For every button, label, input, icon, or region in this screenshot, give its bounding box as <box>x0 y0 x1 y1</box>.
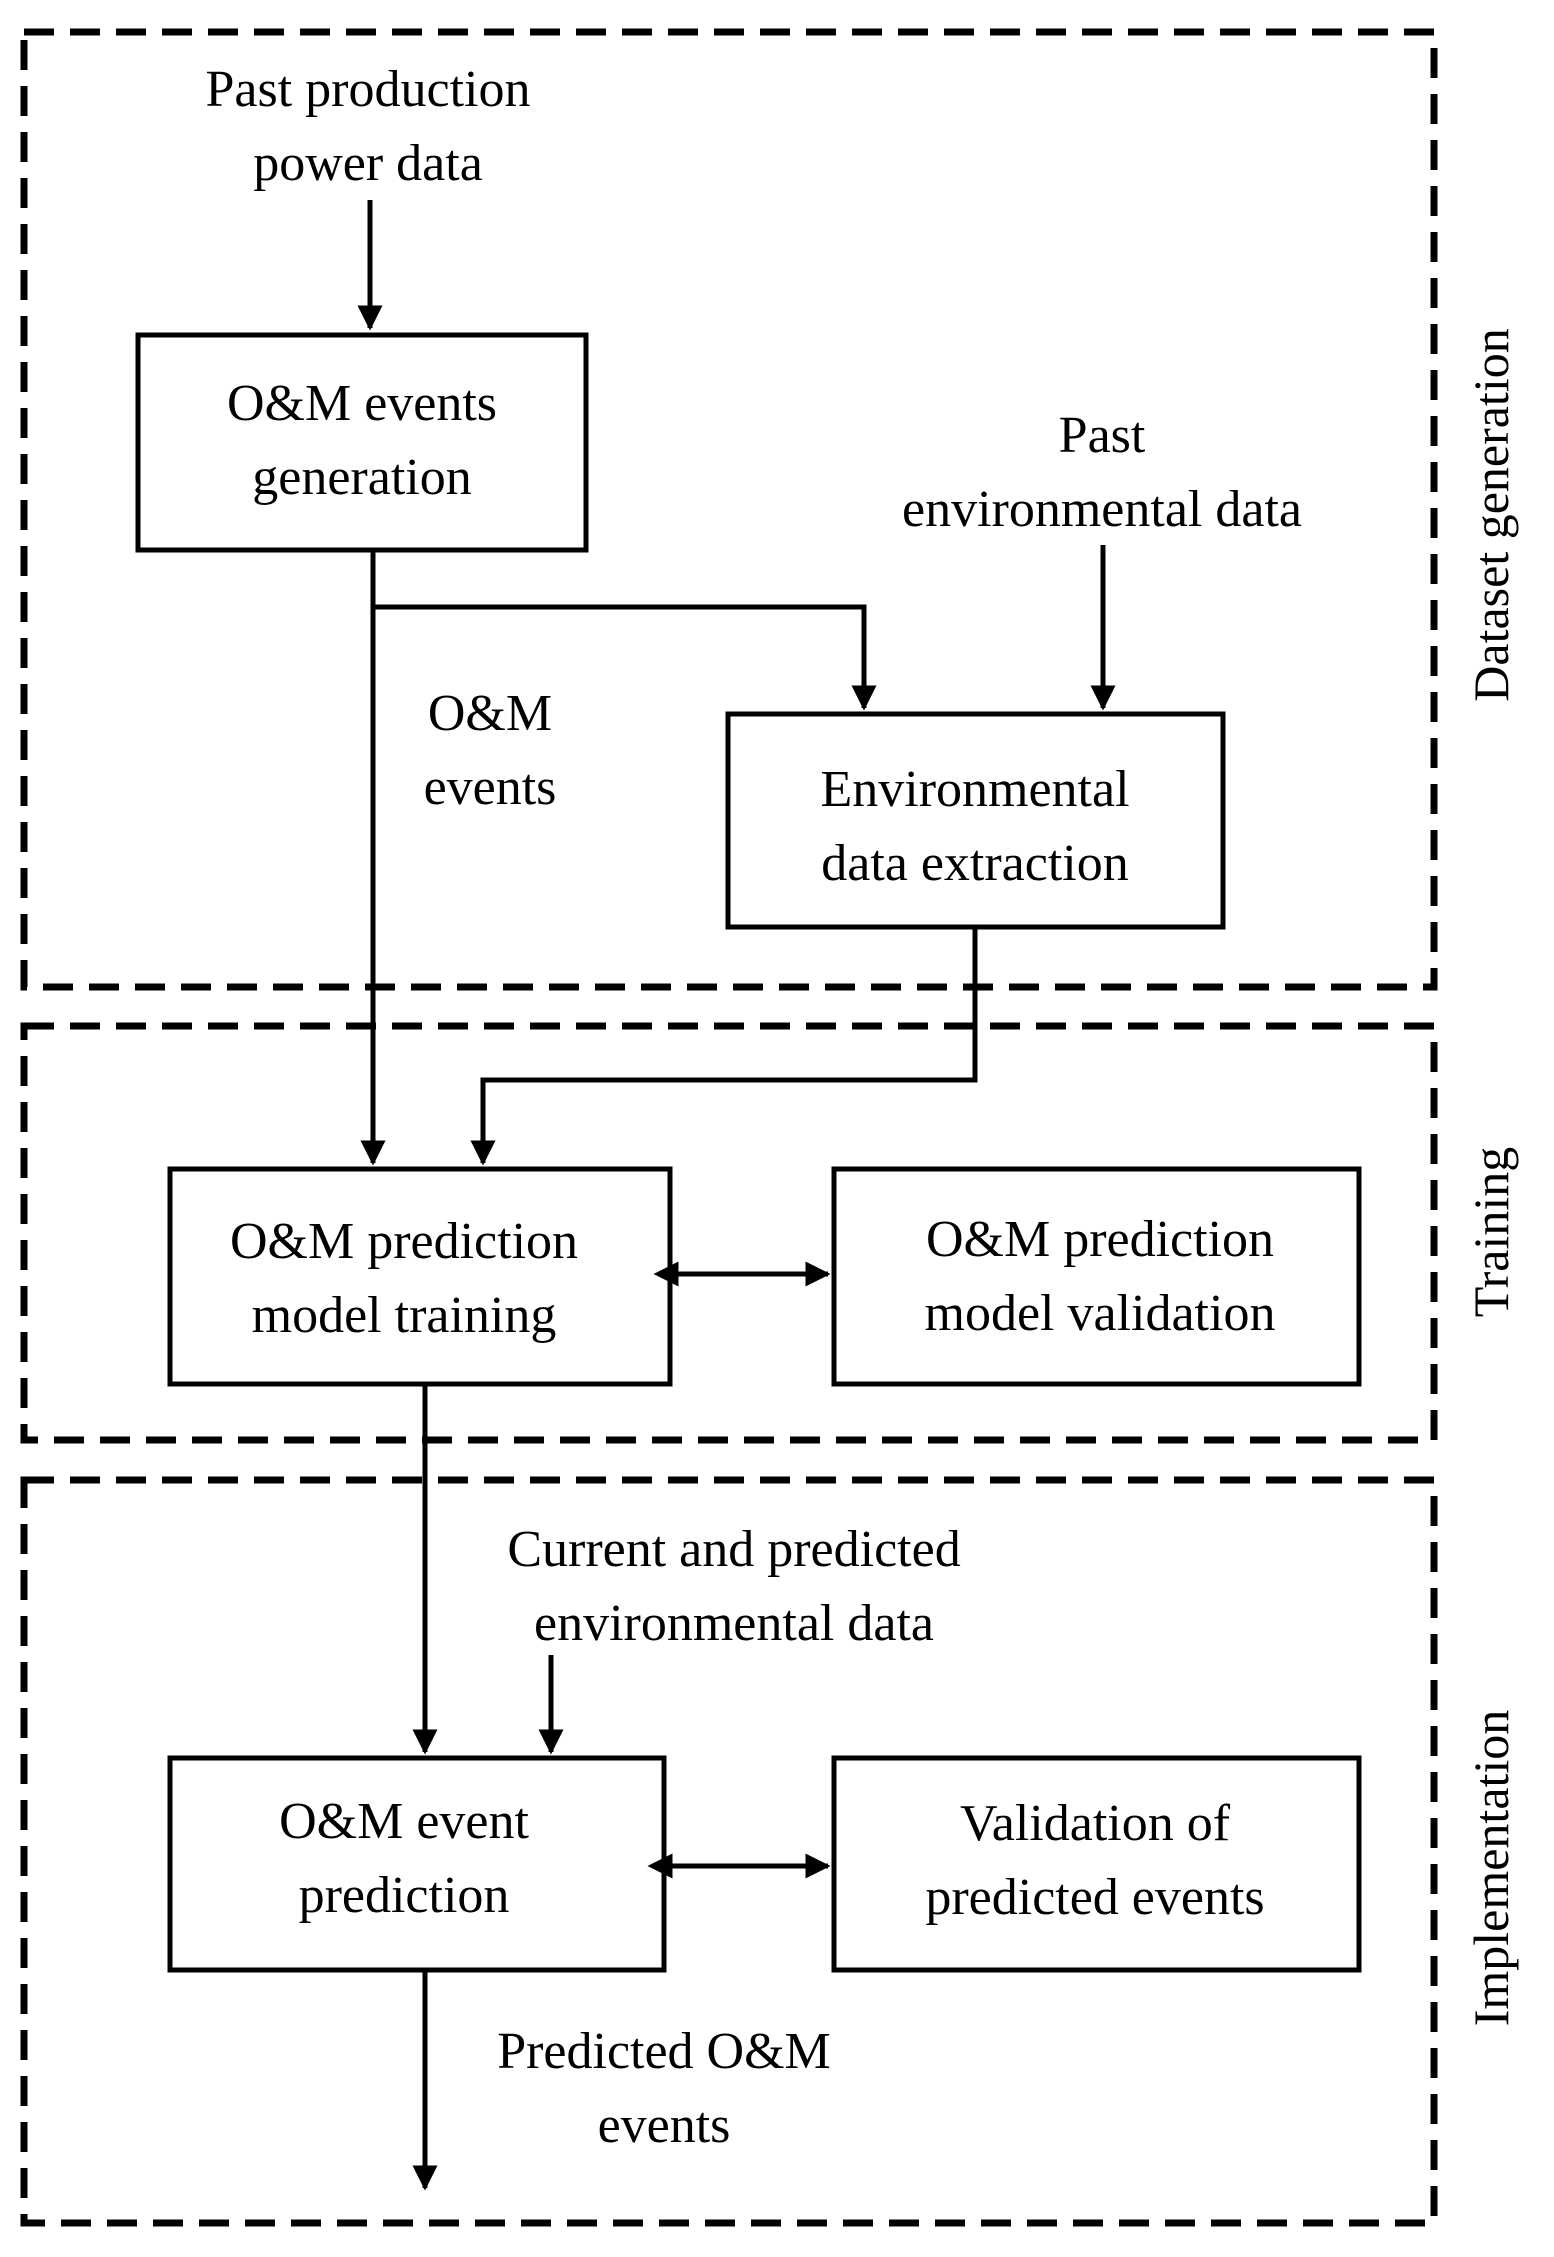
section-frame-dataset-generation <box>20 28 1438 991</box>
section-label-implementation: Implementation <box>1463 1710 1519 2027</box>
section-frame-training <box>20 1022 1438 1444</box>
box-om-events-generation-line2: generation <box>252 449 471 506</box>
box-model-validation-line1: O&M prediction <box>926 1211 1274 1268</box>
box-environmental-data-extraction: Environmental data extraction <box>725 711 1226 930</box>
arrow-generation-to-extraction <box>373 604 877 711</box>
box-event-prediction-line1: O&M event <box>279 1793 529 1850</box>
edge-label-predicted-line1: Predicted O&M <box>497 2023 831 2080</box>
section-label-training: Training <box>1463 1147 1519 1317</box>
input-current-env-line2: environmental data <box>534 1595 934 1652</box>
input-current-env-line1: Current and predicted <box>507 1521 960 1578</box>
arrow-extraction-to-training <box>470 927 978 1166</box>
input-past-env-line1: Past <box>1059 407 1146 464</box>
box-model-training-line1: O&M prediction <box>230 1213 578 1270</box>
box-model-validation: O&M prediction model validation <box>831 1166 1362 1387</box>
input-past-power-line2: power data <box>253 135 483 192</box>
box-om-events-generation: O&M events generation <box>135 332 589 553</box>
box-validation-predicted-events: Validation of predicted events <box>831 1755 1362 1973</box>
box-validation-predicted-line2: predicted events <box>925 1869 1264 1926</box>
section-frame-implementation <box>20 1476 1438 2227</box>
box-model-validation-line2: model validation <box>925 1285 1276 1342</box>
section-label-dataset-generation: Dataset generation <box>1463 328 1519 701</box>
box-env-extraction-line2: data extraction <box>821 835 1129 892</box>
box-model-training-line2: model training <box>252 1287 557 1344</box>
edge-label-om-events-line1: O&M <box>428 685 552 742</box>
box-model-training: O&M prediction model training <box>167 1166 673 1387</box>
box-event-prediction: O&M event prediction <box>167 1755 667 1973</box>
box-env-extraction-line1: Environmental <box>820 761 1129 818</box>
input-past-power-line1: Past production <box>206 61 531 118</box>
edge-label-predicted-line2: events <box>598 2097 731 2154</box>
box-validation-predicted-line1: Validation of <box>960 1795 1231 1852</box>
box-om-events-generation-line1: O&M events <box>227 375 497 432</box>
edge-label-om-events-line2: events <box>424 759 557 816</box>
input-past-env-line2: environmental data <box>902 481 1302 538</box>
box-event-prediction-line2: prediction <box>299 1867 510 1924</box>
